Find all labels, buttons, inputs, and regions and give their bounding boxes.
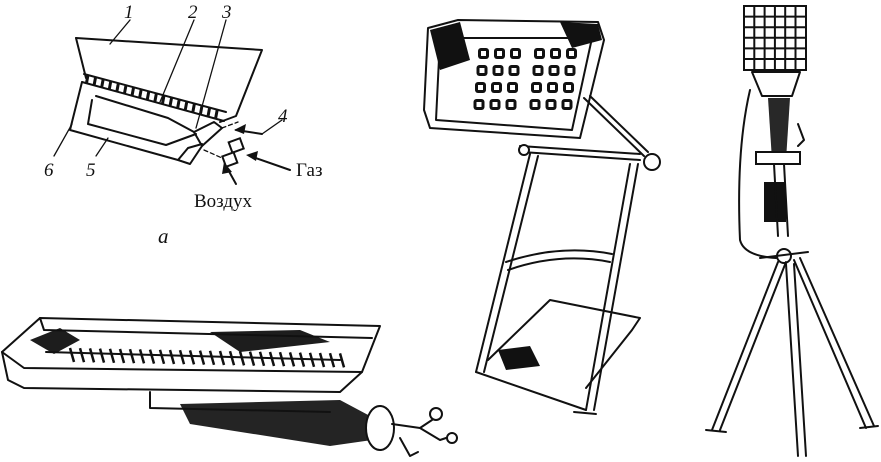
panel-label: а — [158, 224, 169, 248]
air-nozzle — [221, 151, 239, 169]
label-1: 1 — [124, 2, 134, 23]
reflector-outline — [75, 37, 263, 123]
tripod-heater — [705, 5, 879, 457]
air-label: Воздух — [194, 191, 253, 212]
gas-arrow — [249, 155, 291, 171]
label-3: 3 — [221, 2, 232, 23]
trough-burner — [1, 317, 458, 457]
burner-schematic: 1 2 3 4 5 6 Газ Воздух а — [44, 2, 322, 248]
label-6: 6 — [44, 160, 54, 181]
injector-tube — [193, 121, 223, 147]
label-2: 2 — [188, 2, 198, 23]
panel-heater — [423, 19, 661, 415]
gas-nozzle — [227, 136, 245, 154]
ceramic-plate — [81, 73, 227, 122]
label-5: 5 — [86, 160, 96, 181]
label-4: 4 — [278, 106, 288, 127]
burner-body — [69, 81, 203, 161]
gas-label: Газ — [296, 160, 322, 181]
